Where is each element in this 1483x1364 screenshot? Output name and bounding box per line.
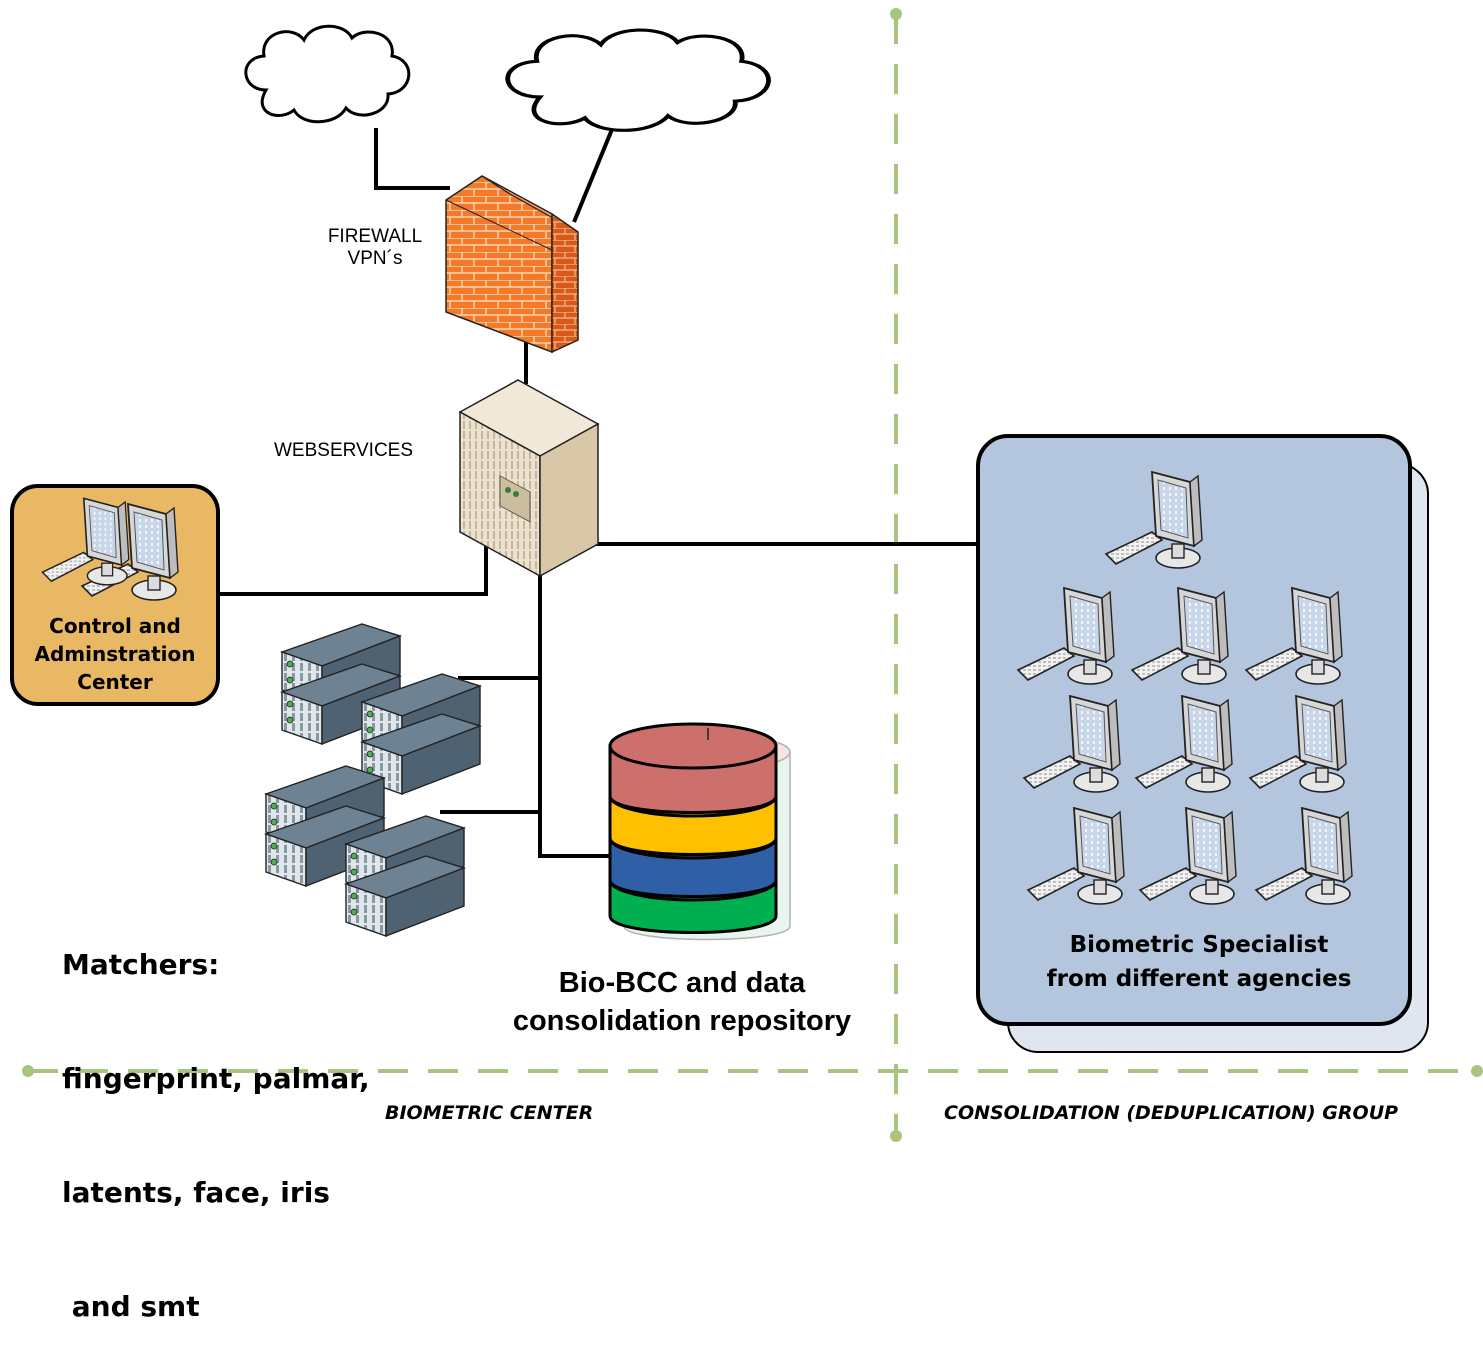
matchers-label-line3: latents, face, iris <box>62 1176 330 1209</box>
divider-horizontal <box>22 1065 1483 1077</box>
webservices-label: WEBSERVICES <box>274 440 414 461</box>
webservices-server-icon <box>458 379 600 578</box>
matchers-label-line1: Matchers: <box>62 948 220 981</box>
repository-label-line1: Bio-BCC and data <box>558 967 806 999</box>
internet-cloud-right <box>508 30 769 130</box>
control-center-label: Control and Adminstration Center <box>12 612 218 696</box>
control-center-label-line1: Control and <box>49 614 181 638</box>
database-repository-icon <box>608 722 791 941</box>
repository-label-line2: consolidation repository <box>512 1005 852 1037</box>
firewall-label-line2: VPN´s <box>347 248 403 269</box>
divider-vertical <box>890 8 902 1142</box>
matchers-label-line4: and smt <box>62 1290 200 1323</box>
control-center-label-line2: Adminstration <box>34 642 196 666</box>
zone-label-biometric-center: BIOMETRIC CENTER <box>385 1102 594 1124</box>
specialist-label: Biometric Specialist from different agen… <box>978 928 1420 996</box>
specialist-label-line2: from different agencies <box>1046 966 1352 992</box>
zone-label-consolidation-group: CONSOLIDATION (DEDUPLICATION) GROUP <box>944 1102 1399 1124</box>
firewall-icon <box>445 175 579 354</box>
firewall-label-line1: FIREWALL <box>327 226 423 247</box>
specialist-label-line1: Biometric Specialist <box>1069 932 1329 958</box>
matchers-label: Matchers: fingerprint, palmar, latents, … <box>62 870 370 1364</box>
matchers-label-line2: fingerprint, palmar, <box>62 1062 370 1095</box>
matcher-servers-top <box>281 623 481 795</box>
repository-label: Bio-BCC and data consolidation repositor… <box>470 964 894 1040</box>
internet-cloud-left <box>244 24 411 124</box>
connection-lines <box>218 121 978 858</box>
control-center-label-line3: Center <box>77 670 153 694</box>
firewall-label: FIREWALL VPN´s <box>302 226 448 270</box>
